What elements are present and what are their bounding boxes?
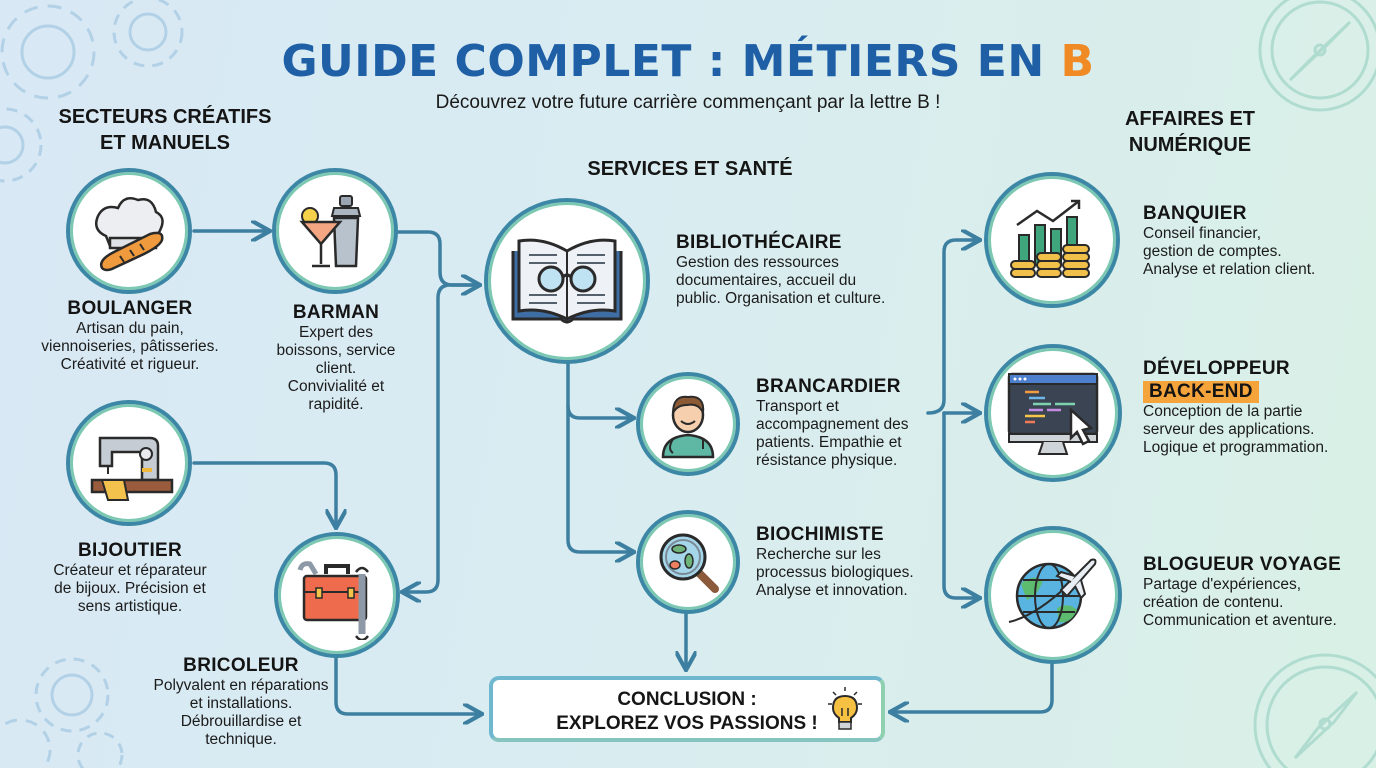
job-desc-line: Convivialité et: [287, 378, 385, 395]
job-desc-line: accompagnement des: [756, 416, 909, 433]
job-desc-line: Conception de la partie: [1143, 403, 1303, 420]
toolbox-icon: [297, 561, 369, 640]
job-desc-line: documentaires, accueil du: [676, 272, 857, 289]
job-name: BRICOLEUR: [183, 655, 299, 676]
job-desc-line: processus biologiques.: [756, 564, 914, 581]
coins-growth-icon: [1010, 199, 1090, 278]
section-line: ET MANUELS: [100, 132, 230, 154]
job-desc-line: et installations.: [189, 695, 293, 712]
job-banquier: BANQUIER Conseil financier, gestion de c…: [1143, 203, 1363, 279]
job-desc-line: Analyse et relation client.: [1143, 261, 1316, 278]
job-desc-line: Communication et aventure.: [1143, 612, 1337, 629]
job-desc-line: Polyvalent en réparations: [153, 677, 329, 694]
boulanger-node[interactable]: [66, 168, 192, 294]
book-glasses-icon: [511, 238, 623, 324]
magnifier-cells-icon: [659, 533, 719, 593]
job-desc-line: Partage d'expériences,: [1143, 576, 1302, 593]
job-desc-line: rapidité.: [308, 396, 364, 413]
barman-node[interactable]: [272, 168, 398, 294]
job-desc-line: public. Organisation et culture.: [676, 290, 886, 307]
job-desc-line: boissons, service: [276, 342, 396, 359]
job-barman: BARMAN Expert des boissons, service clie…: [258, 302, 414, 414]
job-desc-line: gestion de comptes.: [1143, 243, 1282, 260]
job-desc-line: Gestion des ressources: [676, 254, 839, 271]
job-name: BRANCARDIER: [756, 376, 901, 397]
job-desc-line: Débrouillardise et: [180, 713, 302, 730]
job-name: BOULANGER: [67, 298, 193, 319]
code-monitor-icon: [1007, 372, 1099, 455]
job-developpeur: DÉVELOPPEUR BACK-END Conception de la pa…: [1143, 358, 1373, 457]
job-name: BLOGUEUR VOYAGE: [1143, 554, 1342, 575]
job-desc-line: résistance physique.: [756, 452, 898, 469]
job-desc-line: patients. Empathie et: [756, 434, 902, 451]
section-heading-services: SERVICES ET SANTÉ: [587, 158, 793, 180]
job-desc-line: Artisan du pain,: [76, 320, 184, 337]
conclusion-line: CONCLUSION :: [617, 689, 757, 710]
job-name: DÉVELOPPEUR: [1143, 358, 1290, 379]
conclusion-line: EXPLOREZ VOS PASSIONS !: [556, 713, 818, 734]
job-name: BANQUIER: [1143, 203, 1247, 224]
gear-icon: [0, 0, 184, 768]
blogueur-node[interactable]: [984, 526, 1122, 664]
page-subtitle: Découvrez votre future carrière commença…: [435, 92, 941, 113]
cocktail-shaker-icon: [299, 195, 362, 268]
section-heading-business: AFFAIRES ET NUMÉRIQUE: [1090, 106, 1290, 158]
job-boulanger: BOULANGER Artisan du pain, viennoiseries…: [20, 298, 240, 374]
job-desc-line: Transport et: [756, 398, 839, 415]
chef-hat-bread-icon: [95, 197, 164, 272]
banquier-node[interactable]: [984, 172, 1120, 308]
job-desc-line: création de contenu.: [1143, 594, 1284, 611]
bricoleur-node[interactable]: [274, 532, 400, 658]
job-name: BIOCHIMISTE: [756, 524, 884, 545]
developpeur-node[interactable]: [984, 344, 1122, 482]
job-desc-line: client.: [315, 360, 357, 377]
bijoutier-node[interactable]: [66, 400, 192, 526]
job-bijoutier: BIJOUTIER Créateur et réparateur de bijo…: [20, 540, 240, 616]
bibliothecaire-node[interactable]: [484, 198, 650, 364]
job-name: BIBLIOTHÉCAIRE: [676, 232, 842, 253]
page-title: GUIDE COMPLET : MÉTIERS EN B: [0, 36, 1376, 87]
job-desc-line: viennoiseries, pâtisseries.: [41, 338, 219, 355]
job-name: BIJOUTIER: [77, 540, 183, 561]
job-desc-line: Conseil financier,: [1143, 225, 1262, 242]
section-line: NUMÉRIQUE: [1128, 134, 1252, 156]
job-desc-line: Créativité et rigueur.: [60, 356, 200, 373]
title-main: GUIDE COMPLET : MÉTIERS EN: [281, 36, 1061, 87]
job-name: BARMAN: [292, 302, 380, 323]
section-line: AFFAIRES ET: [1124, 108, 1255, 130]
job-desc-line: de bijoux. Précision et: [54, 580, 206, 597]
job-bibliothecaire: BIBLIOTHÉCAIRE Gestion des ressources do…: [676, 232, 936, 308]
job-biochimiste: BIOCHIMISTE Recherche sur les processus …: [756, 524, 956, 600]
job-brancardier: BRANCARDIER Transport et accompagnement …: [756, 376, 956, 470]
job-desc-line: Créateur et réparateur: [53, 562, 207, 579]
lightbulb-icon: [828, 687, 862, 730]
section-line: SECTEURS CRÉATIFS: [58, 106, 272, 128]
back-end-badge: BACK-END: [1143, 381, 1259, 403]
job-desc-line: Analyse et innovation.: [756, 582, 908, 599]
biochimiste-node[interactable]: [636, 510, 740, 614]
job-desc-line: Logique et programmation.: [1143, 439, 1329, 456]
job-desc-line: Expert des: [298, 324, 374, 341]
title-accent-letter: B: [1060, 36, 1095, 87]
job-desc-line: Recherche sur les: [756, 546, 881, 563]
job-desc-line: technique.: [205, 731, 277, 748]
job-blogueur: BLOGUEUR VOYAGE Partage d'expériences, c…: [1143, 554, 1373, 630]
conclusion-box: CONCLUSION : EXPLOREZ VOS PASSIONS !: [489, 676, 885, 742]
job-desc-line: serveur des applications.: [1143, 421, 1315, 438]
compass-icon: [1253, 0, 1376, 768]
brancardier-node[interactable]: [636, 372, 740, 476]
job-bricoleur: BRICOLEUR Polyvalent en réparations et i…: [110, 655, 372, 749]
globe-plane-icon: [1008, 558, 1097, 630]
nurse-icon: [661, 395, 715, 459]
sewing-machine-icon: [90, 436, 174, 501]
job-desc-line: sens artistique.: [77, 598, 183, 615]
section-heading-creative: SECTEURS CRÉATIFS ET MANUELS: [40, 104, 290, 156]
